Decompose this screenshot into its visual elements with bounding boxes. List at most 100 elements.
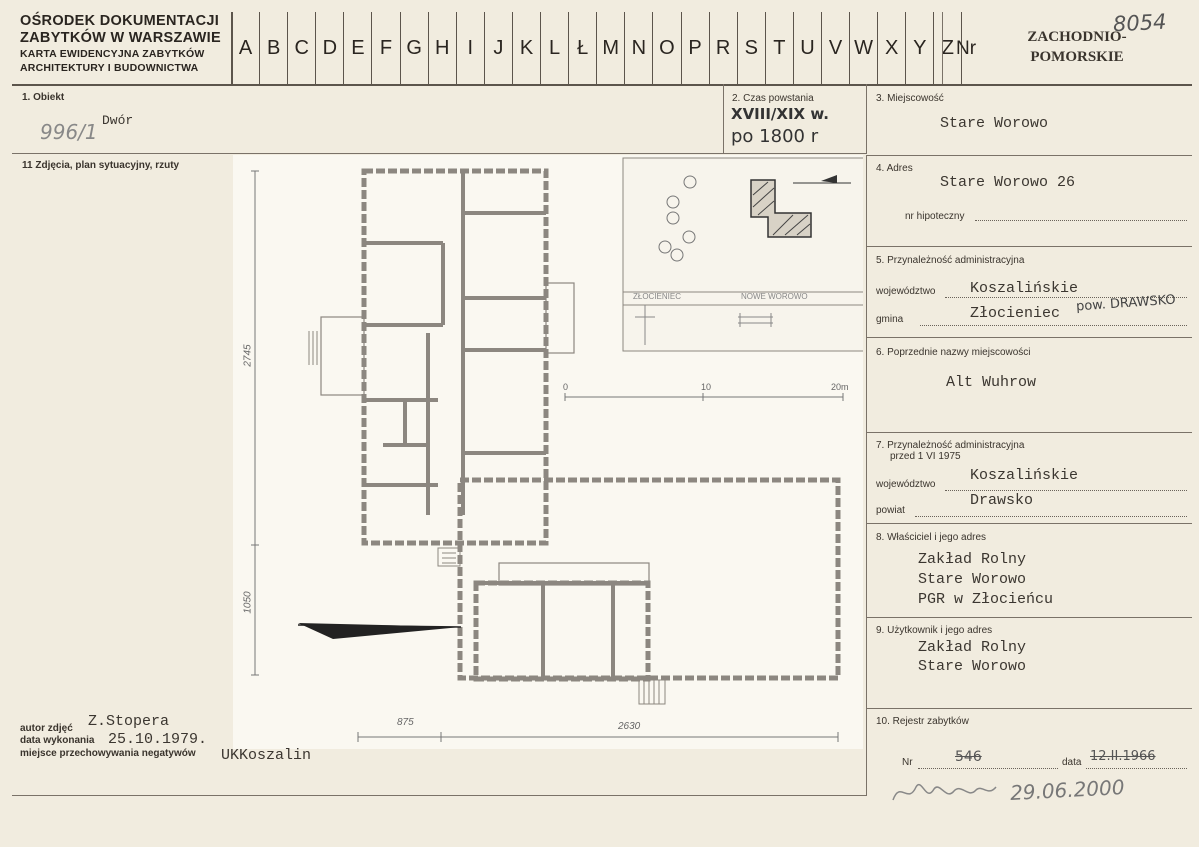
right-column-divider — [866, 155, 867, 795]
object-label: 1. Obiekt — [22, 92, 65, 103]
dim-horizontal-right: 2630 — [618, 721, 641, 732]
locality-label: 3. Miejscowość — [876, 93, 944, 104]
index-letter-n: N — [625, 12, 654, 84]
index-letter-g: G — [401, 12, 429, 84]
nr-label: Nr — [956, 38, 977, 59]
admin-1975-district-value: Drawsko — [970, 492, 1034, 509]
handwritten-card-number: 8054 — [1112, 9, 1168, 37]
scale-label-10: 10 — [701, 382, 712, 392]
object-handwritten-code: 996/1 — [40, 120, 98, 144]
admin-voivodeship-dots — [945, 297, 1187, 298]
index-letter-a: A — [232, 12, 261, 84]
index-letter-m: M — [597, 12, 626, 84]
user-line-1: Zakład Rolny — [918, 639, 1027, 656]
stamp-line2: POMORSKIE — [1030, 49, 1124, 65]
index-letter-t: T — [766, 12, 794, 84]
site-plan-inset — [622, 157, 866, 352]
index-letter-r: R — [710, 12, 738, 84]
index-letter-o: O — [653, 12, 682, 84]
address-label: 4. Adres — [876, 163, 913, 174]
construction-time-label: 2. Czas powstania — [732, 93, 814, 104]
index-letter-k: K — [513, 12, 542, 84]
owner-line-1: Zakład Rolny — [918, 551, 1027, 568]
plan-drawing: 2745 1050 875 2630 0 10 20m ZŁOCIENIEC N… — [233, 155, 866, 749]
index-letter-v: V — [822, 12, 851, 84]
index-letter-e: E — [344, 12, 373, 84]
card-type-line1: KARTA EWIDENCYJNA ZABYTKÓW — [20, 48, 205, 60]
index-letter-s: S — [738, 12, 766, 84]
institution-name-line1: OŚRODEK DOKUMENTACJI — [20, 13, 220, 29]
index-letter-d: D — [316, 12, 345, 84]
card-header: OŚRODEK DOKUMENTACJI ZABYTKÓW W WARSZAWI… — [20, 13, 221, 75]
time-divider-left — [723, 84, 724, 154]
photo-author-value: Z.Stopera — [88, 713, 170, 730]
time-divider-right — [866, 84, 867, 154]
admin-commune-value: Złocieniec — [970, 305, 1061, 322]
photo-date-value: 25.10.1979. — [108, 731, 208, 748]
index-letter-h: H — [429, 12, 457, 84]
index-letter-b: B — [260, 12, 289, 84]
admin-commune-handwritten: pow. DRAWSKO — [1075, 292, 1177, 315]
card-type-line2: ARCHITEKTURY I BUDOWNICTWA — [20, 62, 199, 74]
owner-bottom-rule — [866, 617, 1192, 618]
user-label: 9. Użytkownik i jego adres — [876, 625, 993, 636]
annex-outlines — [320, 282, 650, 586]
index-letter-z: Z — [934, 12, 963, 84]
former-names-bottom-rule — [866, 432, 1192, 433]
index-letter-i: I — [457, 12, 485, 84]
header-divider — [231, 12, 233, 84]
photos-section-label: 11 Zdjęcia, plan sytuacyjny, rzuty — [22, 160, 180, 171]
row1-bottom-rule — [12, 153, 867, 154]
scale-label-0: 0 — [563, 382, 569, 392]
admin-label: 5. Przynależność administracyjna — [876, 255, 1025, 266]
signature-scribble — [892, 784, 997, 801]
institution-name-line2: ZABYTKÓW W WARSZAWIE — [20, 30, 221, 46]
photo-author-label: autor zdjęć — [20, 723, 73, 734]
locality-value: Stare Worowo — [940, 115, 1049, 132]
floor-plan-svg — [251, 157, 866, 742]
admin-1975-bottom-rule — [866, 523, 1192, 524]
index-letter-w: W — [850, 12, 879, 84]
owner-label: 8. Właściciel i jego adres — [876, 532, 987, 543]
former-names-value: Alt Wuhrow — [946, 374, 1037, 391]
user-address: Zakład Rolny Stare Worowo — [918, 638, 1026, 676]
index-letter-p: P — [682, 12, 710, 84]
mortgage-label: nr hipoteczny — [905, 211, 965, 222]
user-bottom-rule — [866, 708, 1192, 709]
register-date-label: data — [1062, 757, 1082, 768]
inset-road-left: ZŁOCIENIEC — [633, 292, 682, 301]
header-bottom-rule — [12, 84, 1192, 86]
stair-hatching — [308, 331, 666, 705]
index-letter-y: Y — [906, 12, 935, 84]
scale-label-20: 20m — [831, 382, 849, 392]
index-letter-ł: Ł — [569, 12, 598, 84]
dim-horizontal-left: 875 — [397, 717, 414, 728]
dim-vertical-bottom: 1050 — [242, 591, 254, 614]
owner-line-2: Stare Worowo — [918, 571, 1027, 588]
owner-line-3: PGR w Złocieńcu — [918, 591, 1054, 608]
interior-walls — [364, 171, 648, 678]
locality-bottom-rule — [866, 155, 1192, 156]
admin-1975-label-line2: przed 1 VI 1975 — [890, 451, 961, 462]
object-value: Dwór — [102, 113, 134, 128]
index-letter-j: J — [485, 12, 513, 84]
admin-commune-label: gmina — [876, 314, 904, 325]
stamp-line1: ZACHODNIO- — [1027, 29, 1127, 45]
photo-storage-value: UKKoszalin — [221, 747, 312, 764]
owner-address: Zakład Rolny Stare Worowo PGR w Złocieńc… — [918, 550, 1053, 610]
admin-voivodeship-value: Koszalińskie — [970, 280, 1079, 297]
admin-1975-voivodeship-dots — [945, 490, 1187, 491]
index-letter-l: L — [541, 12, 570, 84]
admin-voivodeship-label: województwo — [876, 286, 936, 297]
register-nr-label: Nr — [902, 757, 913, 768]
user-line-2: Stare Worowo — [918, 658, 1027, 675]
register-nr-value: 546 — [955, 749, 982, 765]
register-date-dots — [1086, 768, 1187, 769]
mortgage-dotted-line — [975, 220, 1187, 221]
admin-1975-label-line1: 7. Przynależność administracyjna — [876, 440, 1025, 451]
wing-walls — [473, 580, 651, 682]
nr-divider — [942, 12, 943, 84]
region-stamp: ZACHODNIO- POMORSKIE — [1001, 27, 1153, 75]
